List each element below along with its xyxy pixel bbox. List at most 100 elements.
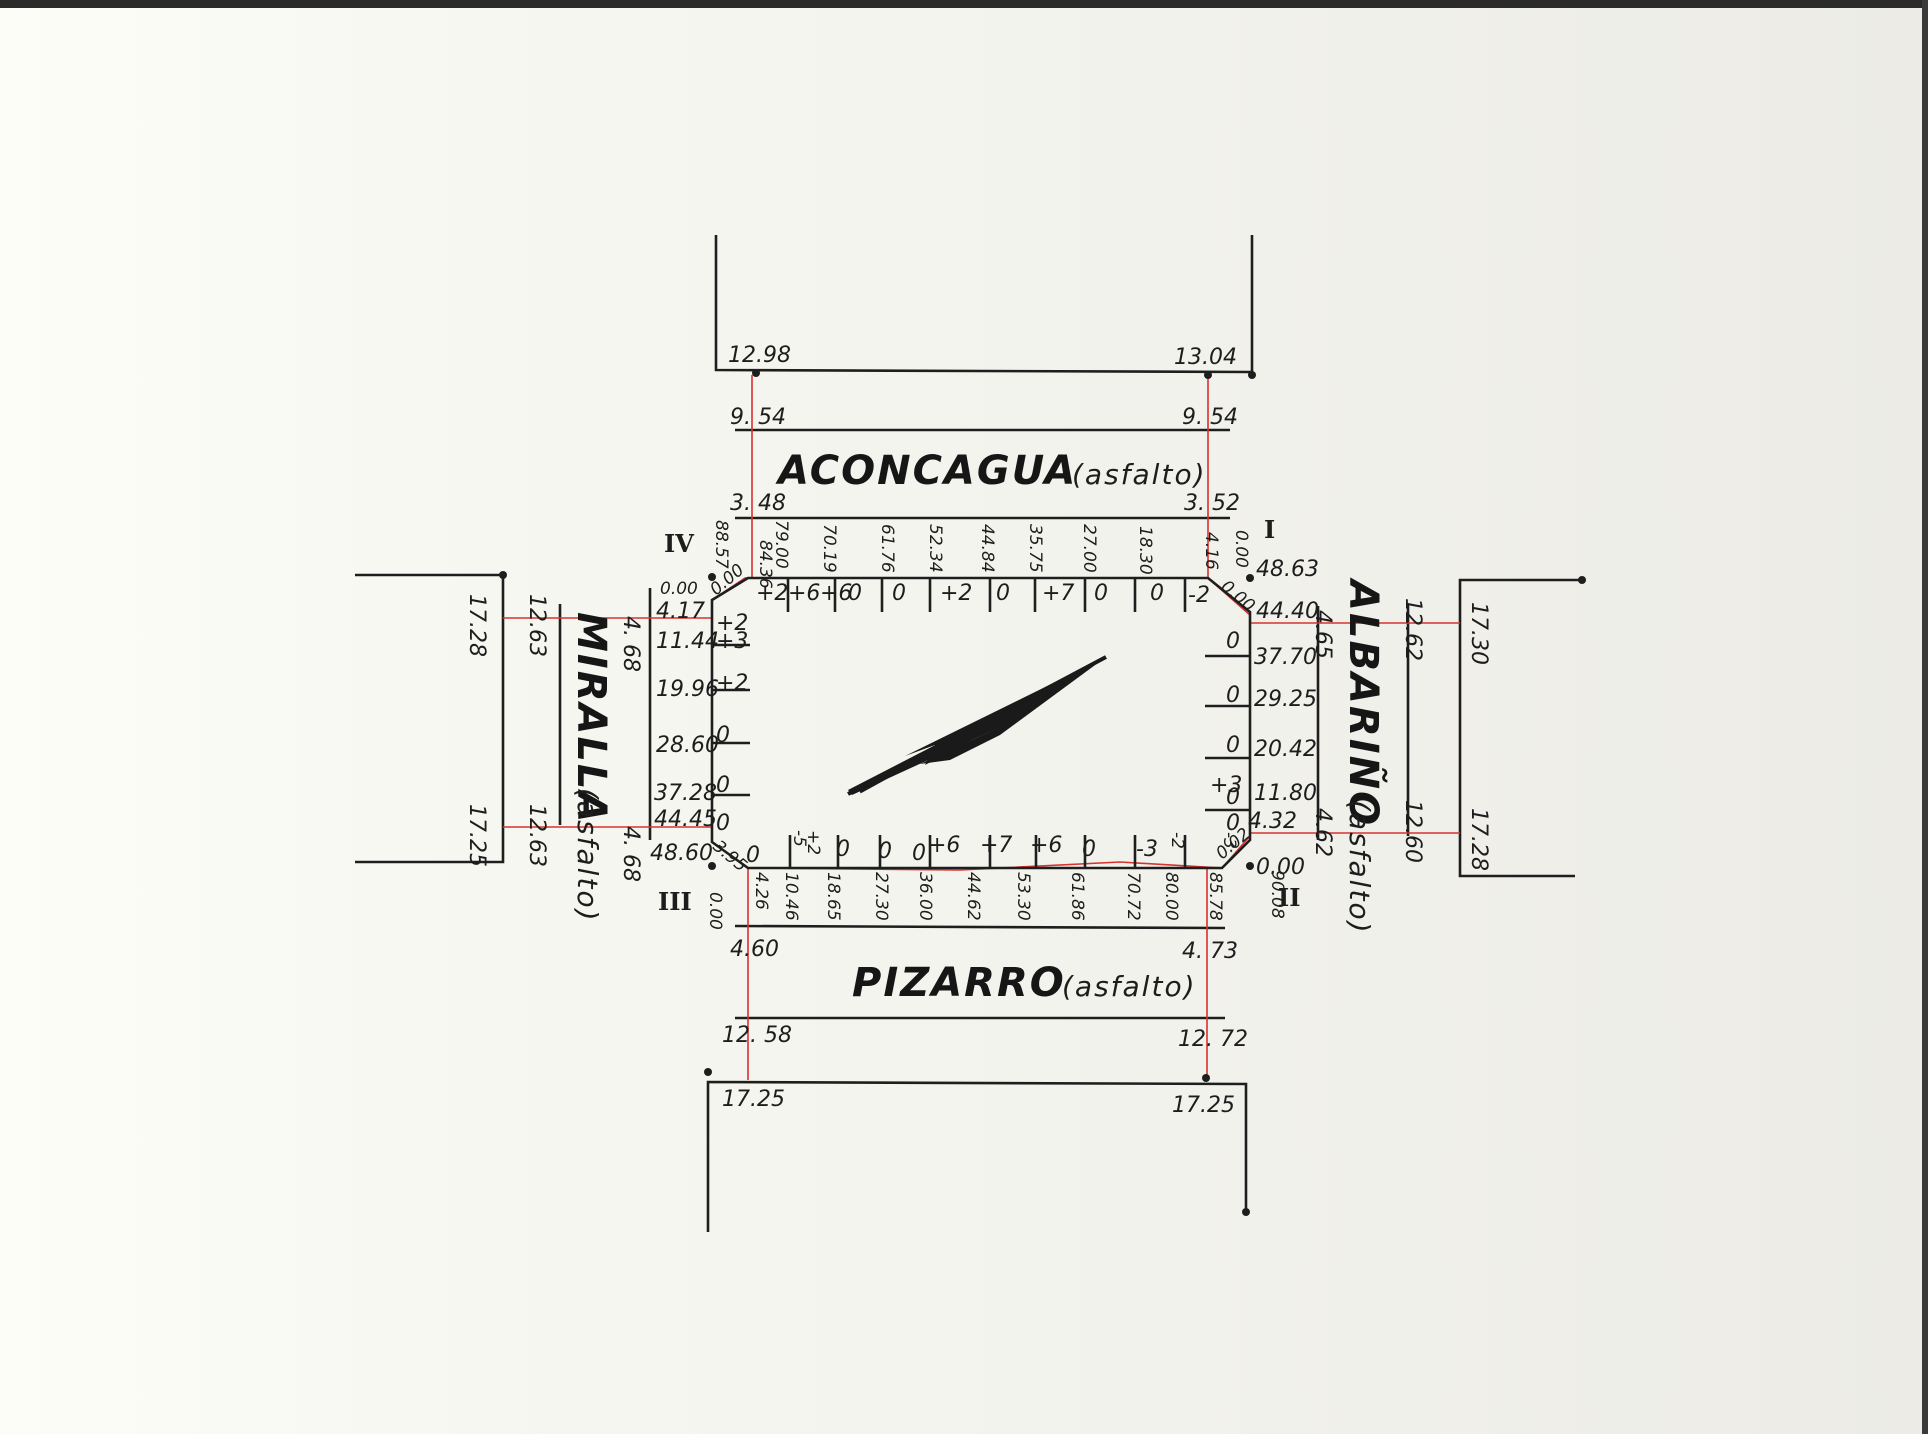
- north-station: 27.00: [1079, 524, 1099, 573]
- scan-border-right: [1922, 0, 1928, 1434]
- east-level: 0: [1226, 629, 1240, 654]
- north-level: 0: [996, 581, 1010, 606]
- corner-label-III: III: [658, 887, 692, 916]
- south-station: 53.30: [1013, 872, 1033, 921]
- east-station: 0.00: [1256, 855, 1305, 880]
- north-level: -2: [1188, 583, 1210, 608]
- west-curb-top: 12.63: [524, 594, 549, 657]
- north-level: +6: [788, 581, 820, 606]
- reference-points: [499, 369, 1586, 1216]
- north-station: 61.76: [877, 524, 897, 573]
- south-ticks: [788, 835, 1187, 868]
- east-station: 20.42: [1254, 737, 1317, 762]
- north-building-line-right: 13.04: [1174, 345, 1237, 370]
- south-level: +2: [803, 830, 823, 855]
- north-level: +6: [820, 581, 852, 606]
- south-level: 0: [1082, 837, 1096, 862]
- east-curb-top: 12.62: [1400, 598, 1425, 661]
- west-curb-bottom: 12.63: [524, 804, 549, 867]
- north-station: 35.75: [1025, 524, 1045, 573]
- dot: [708, 862, 716, 870]
- south-station: 4.26: [751, 872, 771, 910]
- north-building-line: [714, 235, 1254, 374]
- south-level: -3: [1136, 837, 1158, 862]
- pavement-outline: [710, 576, 1252, 870]
- dot: [1204, 371, 1212, 379]
- east-chamfer-top: 0.00: [1217, 577, 1259, 617]
- east-level: 0: [1226, 785, 1240, 810]
- dot: [1202, 1074, 1210, 1082]
- west-street-surface: (asfalto): [571, 788, 604, 923]
- south-building-line-right: 17.25: [1172, 1093, 1235, 1118]
- south-station: 44.62: [963, 872, 983, 921]
- south-station: 27.30: [871, 872, 891, 921]
- east-building-line-top: 17.30: [1466, 602, 1491, 665]
- south-level: -3: [1219, 832, 1239, 849]
- east-street-surface: (asfalto): [1343, 800, 1376, 935]
- east-building-line-bottom: 17.28: [1466, 808, 1491, 871]
- north-level: +7: [1042, 581, 1074, 606]
- east-near-curb-bottom: 4.62: [1310, 808, 1335, 857]
- south-station: 61.86: [1067, 872, 1087, 921]
- south-near-curb-left: 4.60: [730, 937, 779, 962]
- west-level: 0: [716, 723, 730, 748]
- north-station: 48.63: [1256, 557, 1319, 582]
- north-level: 0: [848, 581, 862, 606]
- west-level: 0: [716, 773, 730, 798]
- south-stations: 0.00 4.26 10.46 18.65 27.30 36.00 44.62 …: [705, 870, 1287, 930]
- west-near-curb-top: 4. 68: [618, 616, 643, 672]
- west-station: 0.00: [660, 579, 698, 599]
- dot: [708, 573, 716, 581]
- north-street-surface: (asfalto): [1072, 458, 1207, 491]
- south-level: 0: [836, 837, 850, 862]
- south-level: +6: [928, 833, 960, 858]
- north-level: 0: [1150, 581, 1164, 606]
- south-station: 80.00: [1161, 872, 1181, 921]
- north-levels: +2 +6 +6 0 0 +2 0 +7 0 0 -2: [756, 581, 1210, 608]
- south-levels: 0 -5 +2 0 0 0 +6 +7 +6 0 -3 -2 -3: [746, 830, 1239, 868]
- south-level: +7: [980, 833, 1012, 858]
- south-level: 0: [878, 839, 892, 864]
- south-street-name: PIZARRO: [852, 960, 1066, 1006]
- north-level: 0: [1094, 581, 1108, 606]
- south-station: 36.00: [915, 872, 935, 921]
- north-stations: 88.57 84.36 79.00 70.19 61.76 52.34 44.8…: [711, 520, 1319, 589]
- west-building-line-top: 17.28: [464, 594, 489, 657]
- south-level: -5: [789, 830, 809, 847]
- south-level: +6: [1030, 833, 1062, 858]
- building-lines: [355, 235, 1582, 1232]
- north-curb-left: 9. 54: [730, 405, 786, 430]
- east-near-curb-top: 4.65: [1310, 610, 1335, 659]
- dot: [1246, 574, 1254, 582]
- south-near-curb-right: 4. 73: [1182, 939, 1238, 964]
- east-ticks: [1205, 654, 1250, 812]
- west-station: 28.60: [656, 733, 719, 758]
- north-arrow-icon: [847, 655, 1107, 796]
- north-station: 88.57: [711, 520, 731, 569]
- north-station: 70.19: [819, 524, 839, 573]
- north-station: 44.84: [977, 524, 997, 573]
- west-levels: +2 +3 +2 0 0 0: [716, 611, 748, 836]
- east-station: 4.32: [1248, 809, 1297, 834]
- east-station: 44.40: [1256, 599, 1319, 624]
- dot: [704, 1068, 712, 1076]
- east-station: 29.25: [1254, 687, 1317, 712]
- west-building-line: [355, 573, 505, 864]
- south-level: 0: [912, 841, 926, 866]
- north-station: 79.00: [771, 520, 791, 569]
- east-station: 37.70: [1254, 645, 1317, 670]
- south-building-line-left: 17.25: [722, 1087, 785, 1112]
- west-station: 19.96: [656, 677, 719, 702]
- north-station: 4.16: [1201, 532, 1221, 570]
- south-curb-right: 12. 72: [1178, 1027, 1248, 1052]
- west-station: 11.44: [656, 629, 719, 654]
- south-curb-left: 12. 58: [722, 1023, 792, 1048]
- west-building-line-bottom: 17.25: [464, 804, 489, 867]
- west-chamfer-bottom: 3.95: [709, 837, 751, 877]
- north-level: 0: [892, 581, 906, 606]
- west-stations: 0.00 4.17 11.44 19.96 28.60 37.28 44.45 …: [650, 579, 719, 866]
- east-level: 0: [1226, 683, 1240, 708]
- north-near-curb-left: 3. 48: [730, 491, 786, 516]
